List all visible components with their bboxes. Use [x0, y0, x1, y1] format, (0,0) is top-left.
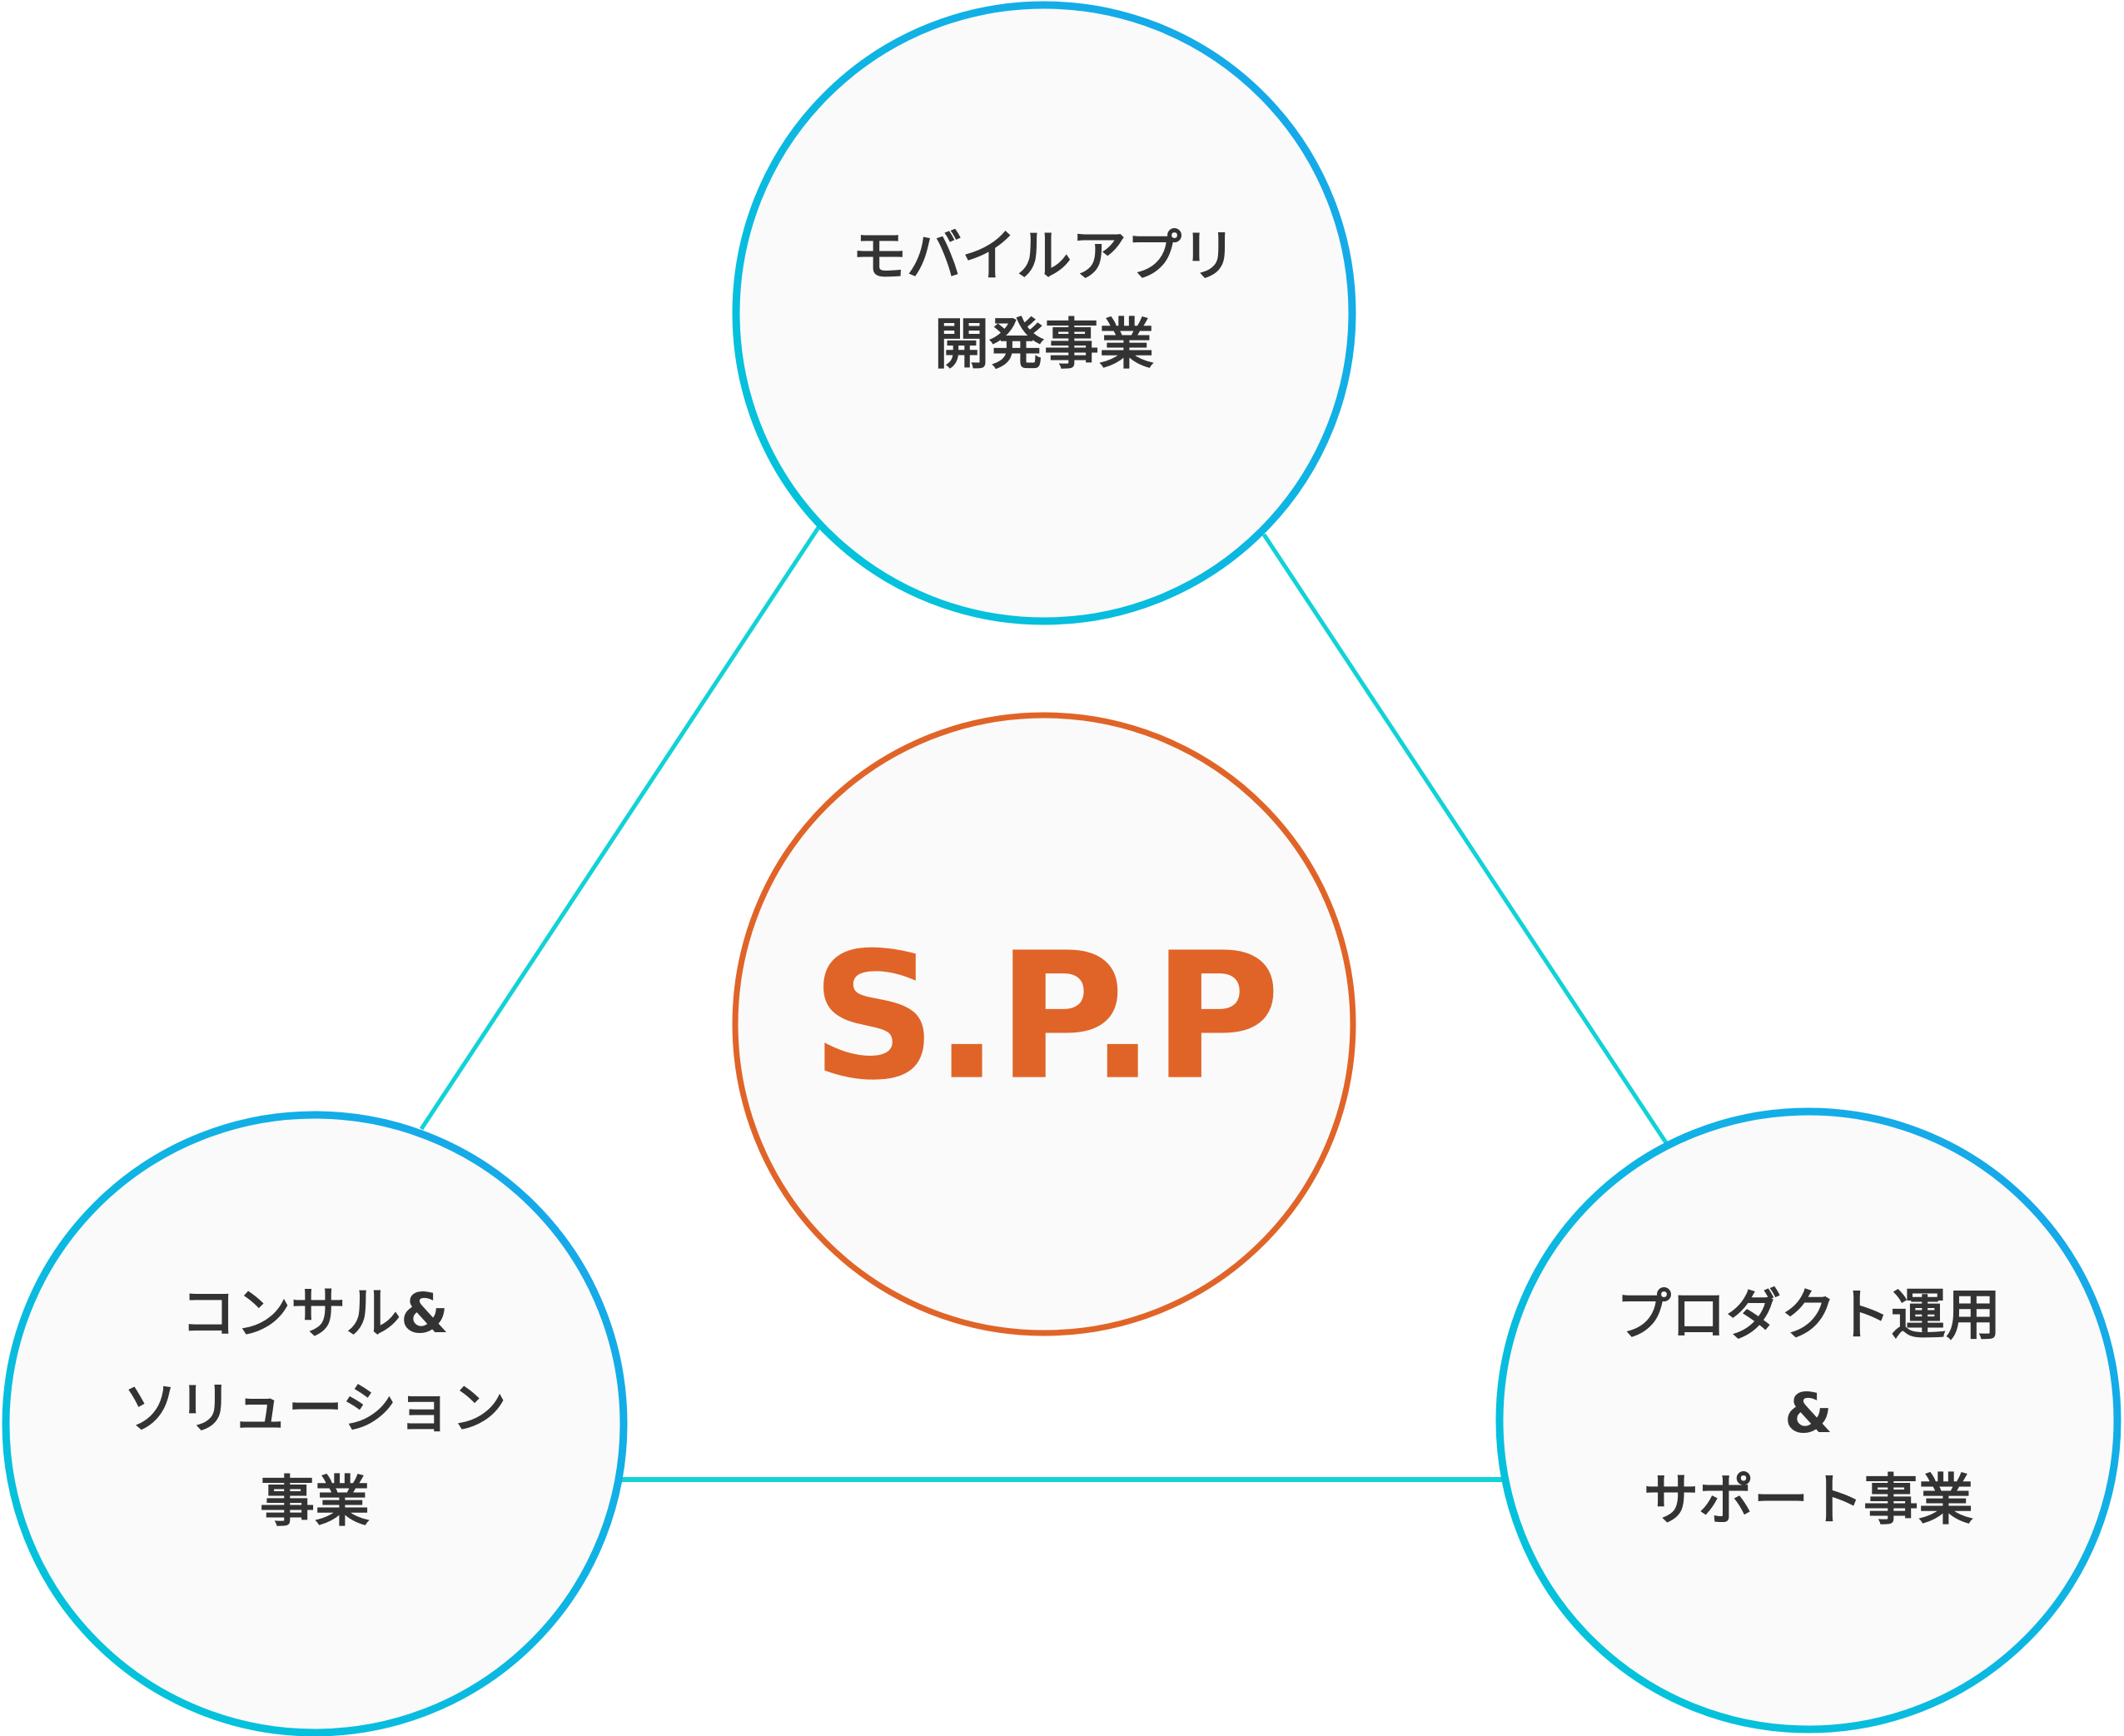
center-ring — [732, 712, 1356, 1336]
spp-logo: S.P.P — [811, 915, 1277, 1119]
node-top-line-1: モバイルアプリ — [852, 224, 1236, 288]
node-right-line-3: サポート事業 — [1644, 1468, 1973, 1532]
node-left-line-2: ソリューション — [123, 1376, 507, 1440]
node-left-line-1: コンサル& — [181, 1281, 449, 1346]
node-product-operations-support: プロダクト運用 & サポート事業 — [1495, 1107, 2122, 1734]
node-mobile-app-development: モバイルアプリ 開発事業 — [732, 1, 1356, 625]
node-left-line-3: 事業 — [260, 1470, 370, 1534]
node-consulting-solutions: コンサル& ソリューション 事業 — [2, 1111, 628, 1736]
node-ring-right — [1495, 1107, 2122, 1734]
node-ring-top — [732, 1, 1356, 625]
node-ring-left — [2, 1111, 628, 1736]
node-right-line-2: & — [1784, 1381, 1833, 1445]
center-logo-node: S.P.P — [732, 712, 1356, 1336]
node-top-line-2: 開発事業 — [934, 312, 1154, 376]
connector-top-right — [1261, 533, 1669, 1146]
connector-top-left — [419, 525, 822, 1131]
node-right-line-1: プロダクト運用 — [1616, 1283, 2001, 1347]
